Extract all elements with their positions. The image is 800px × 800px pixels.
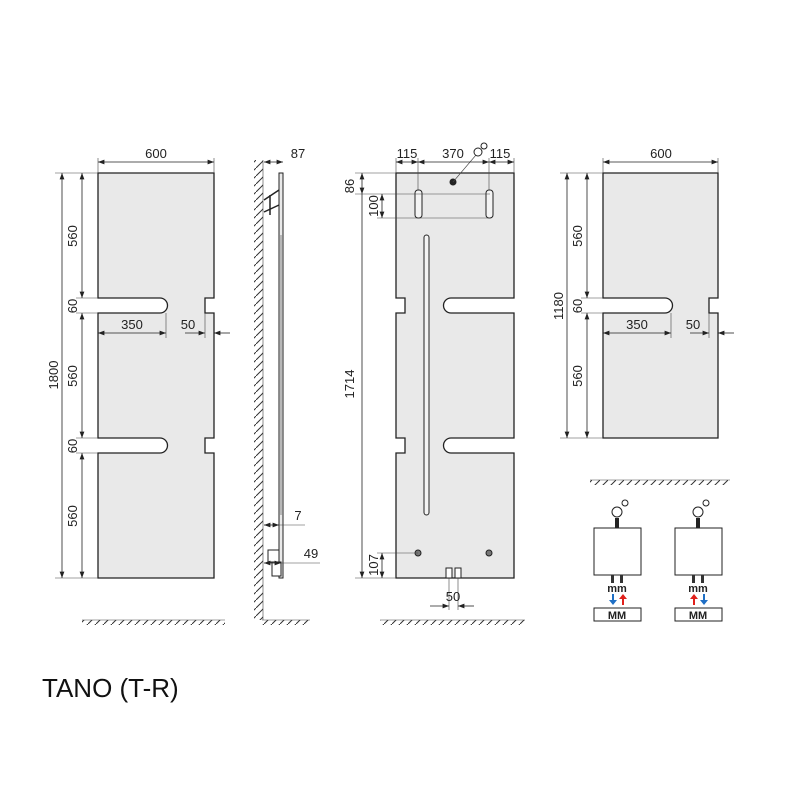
- dim-seg2: 560: [570, 365, 585, 387]
- dim-gap2: 60: [65, 439, 80, 453]
- dim-width: 600: [650, 146, 672, 161]
- dim-width: 600: [145, 146, 167, 161]
- connection-option-1: mm MM: [593, 499, 642, 622]
- front-panel: [97, 172, 215, 579]
- dim-seg1: 560: [65, 225, 80, 247]
- pipes-label: mm: [607, 583, 627, 595]
- dim-offset7: 7: [294, 508, 301, 523]
- dim-top: 86: [342, 179, 357, 193]
- front-view: 600 1800 560 60 560 60 560 350 50: [46, 146, 230, 625]
- box-label: MM: [689, 610, 707, 622]
- dim-slot: 350: [626, 317, 648, 332]
- arrow-up-icon: [619, 594, 627, 605]
- dim-center: 370: [442, 146, 464, 161]
- floor-hatch: [82, 620, 225, 625]
- short-panel: [602, 172, 719, 439]
- side-view: 87 7 49: [254, 146, 320, 625]
- arrow-down-icon: [609, 594, 617, 605]
- pipes-label: mm: [688, 583, 708, 595]
- dim-right: 115: [490, 146, 511, 161]
- rear-panel: [395, 172, 515, 579]
- dim-seg2: 560: [65, 365, 80, 387]
- box-label: MM: [608, 610, 626, 622]
- wall-hatch: [254, 160, 263, 620]
- dim-depth: 87: [291, 146, 305, 161]
- wall-bracket: [263, 189, 280, 215]
- dim-height: 1800: [46, 361, 61, 390]
- dim-offset49: 49: [304, 546, 318, 561]
- connection-option-2: mm MM: [674, 499, 723, 622]
- dim-slot: 350: [121, 317, 143, 332]
- dim-height: 1180: [551, 292, 566, 320]
- dim-seg1: 560: [570, 225, 585, 247]
- product-title: TANO (T-R): [42, 673, 179, 703]
- dim-gap: 60: [570, 299, 585, 313]
- dim-notch: 50: [181, 317, 195, 332]
- dim-seg3: 560: [65, 505, 80, 527]
- dim-notch: 50: [686, 317, 700, 332]
- connection-diagrams: mm MM mm MM: [590, 479, 730, 622]
- arrow-down-icon: [700, 594, 708, 605]
- rear-view: 115 370 115 86 100 1714 107 50: [342, 142, 525, 625]
- dim-gap1: 60: [65, 299, 80, 313]
- dim-left: 115: [397, 146, 418, 161]
- dim-height: 1714: [342, 370, 357, 399]
- dim-valve: 50: [446, 589, 460, 604]
- short-view: 600 1180 560 60 560 350 50: [551, 146, 734, 439]
- dim-bottom: 107: [366, 554, 381, 576]
- dim-bracket: 100: [366, 195, 381, 217]
- arrow-up-icon: [690, 594, 698, 605]
